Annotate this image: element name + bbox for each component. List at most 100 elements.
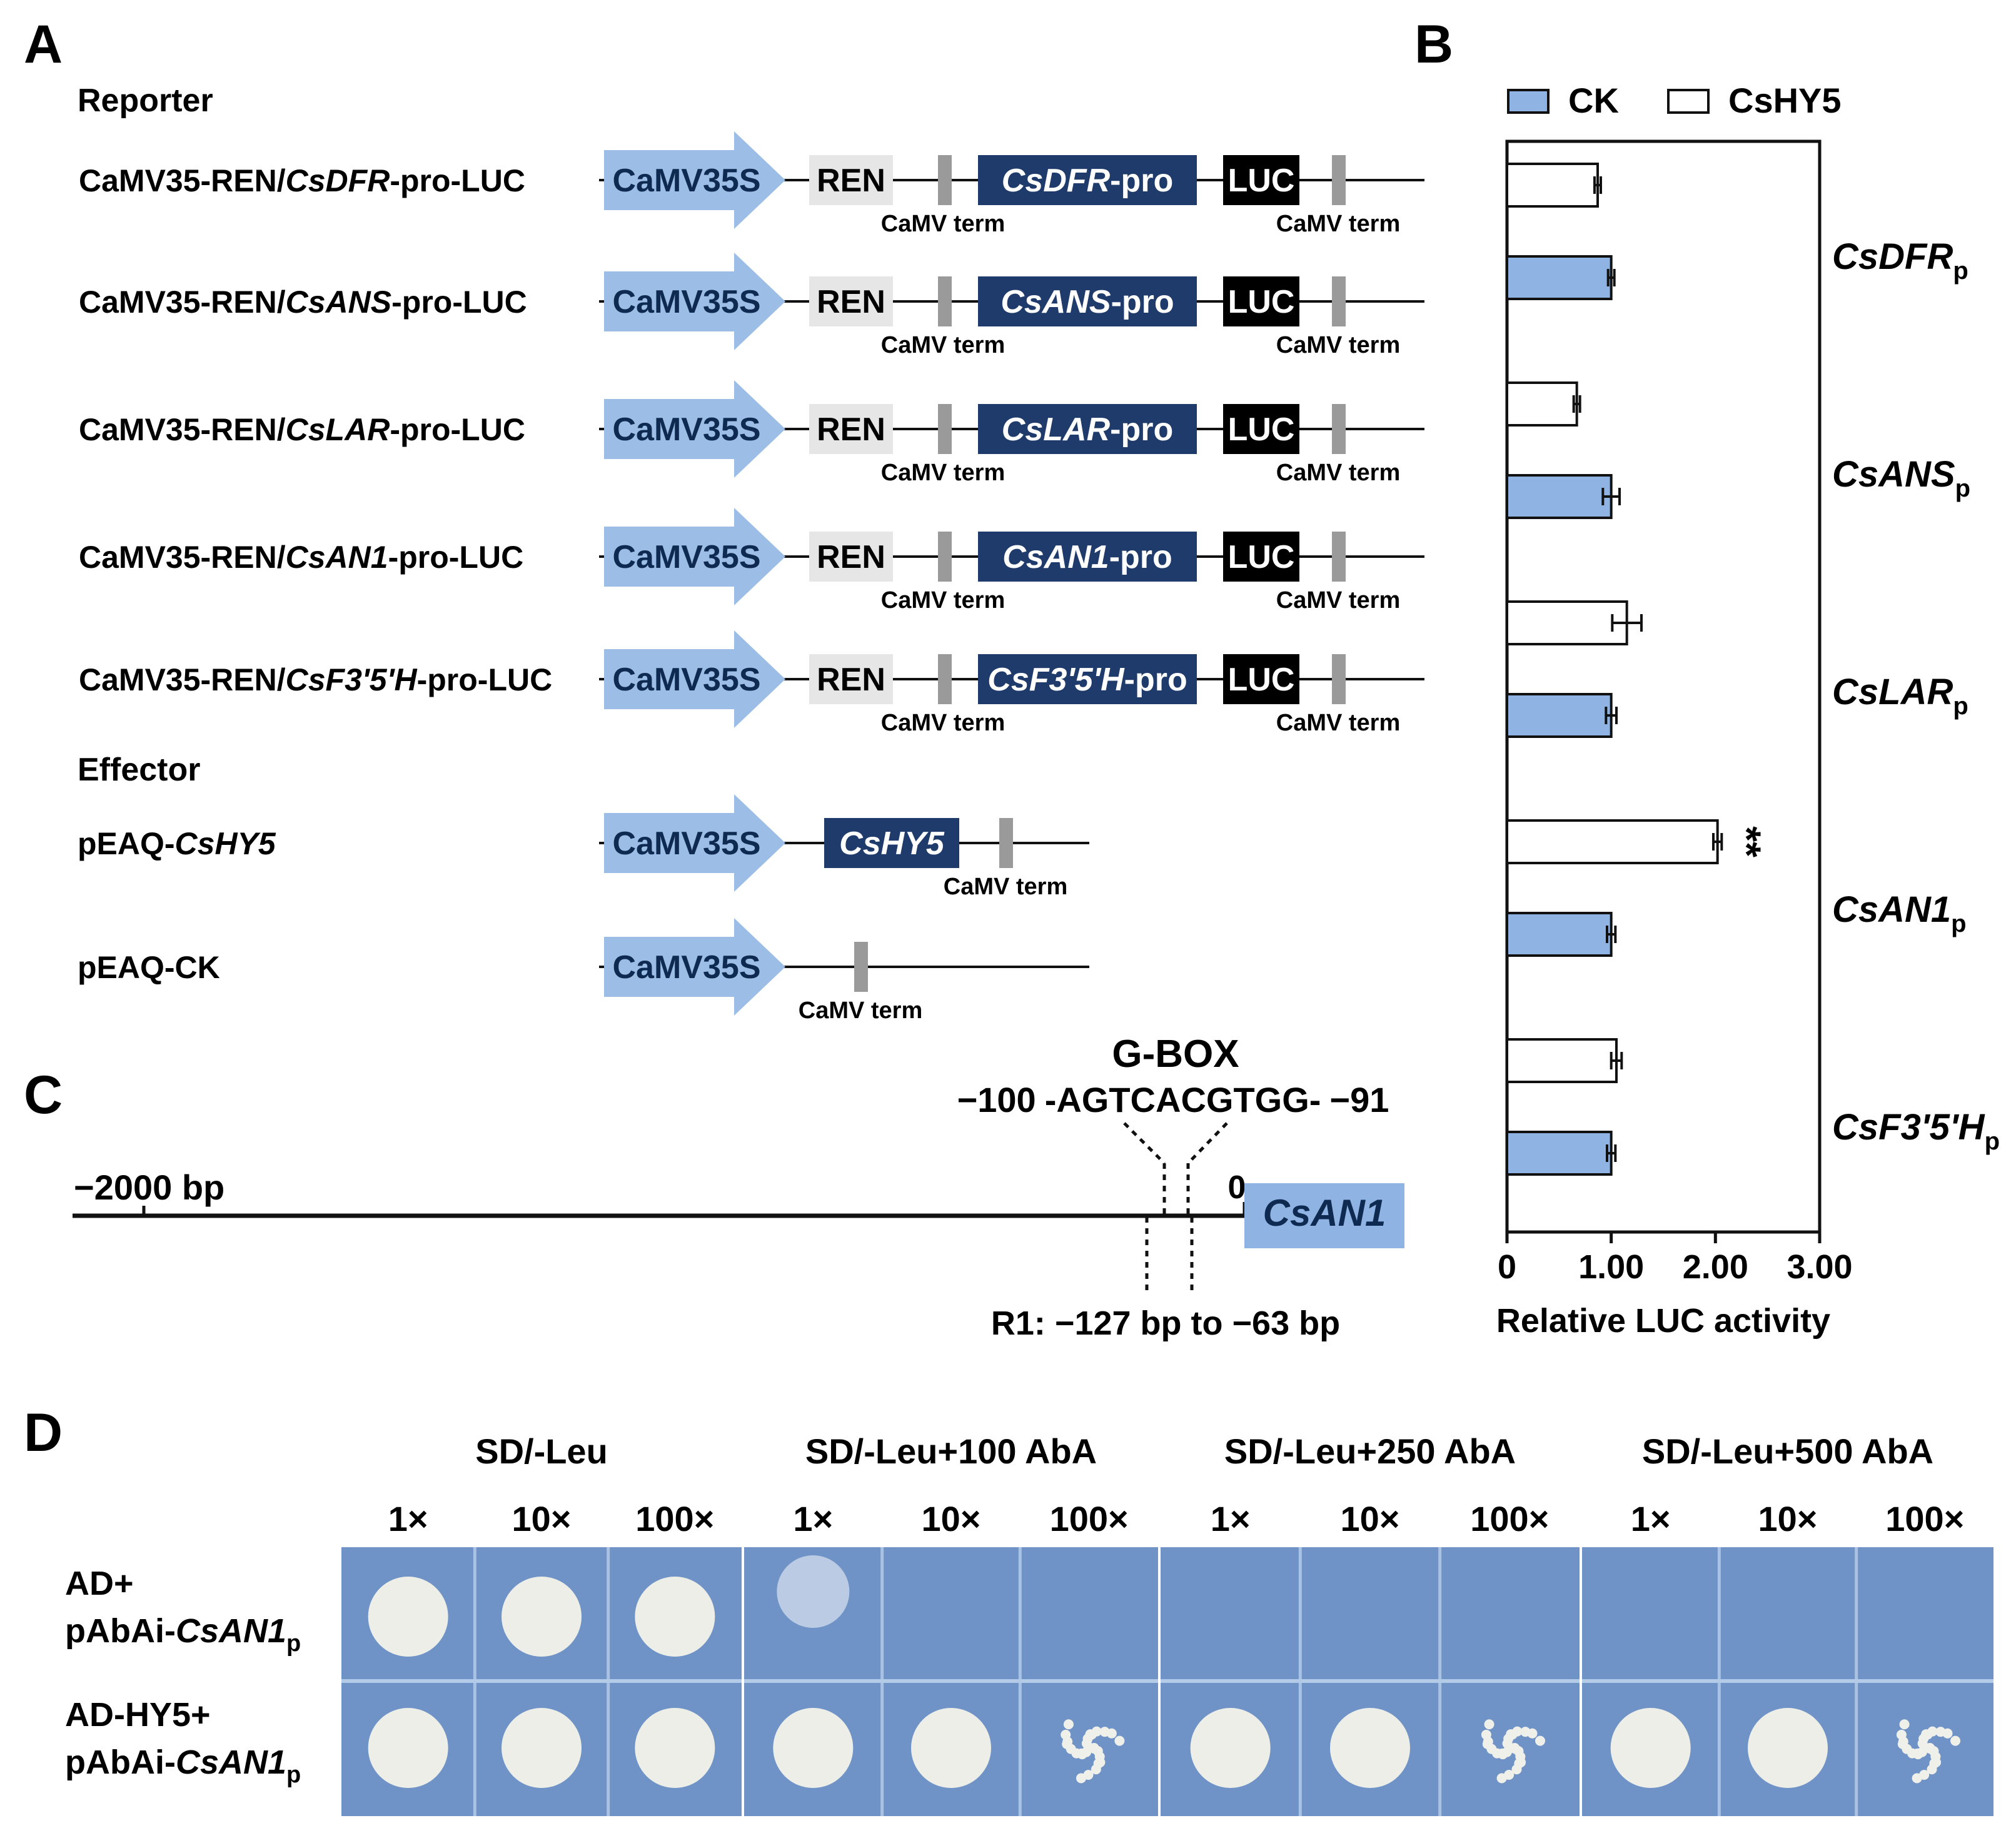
gbox-seq: -AGTCACGTGG-: [1045, 1080, 1321, 1119]
promoter-label: CaMV35S: [613, 949, 761, 986]
promoter-label: CaMV35S: [613, 284, 761, 320]
fragment-suffix: -pro: [1110, 163, 1173, 199]
promoter-fragment-box: [978, 404, 1197, 454]
condition-label: SD/-Leu+250 AbA: [1224, 1432, 1516, 1471]
condition-label: SD/-Leu: [475, 1432, 608, 1471]
bar: [1506, 474, 1613, 519]
promoter-label: CaMV35S: [613, 539, 761, 575]
ren-box: [809, 404, 893, 454]
category-subscript: p: [1951, 910, 1966, 937]
promoter-label: CaMV35S: [613, 163, 761, 199]
terminator-label: CaMV term: [1276, 211, 1401, 237]
reporter-label-suffix: -pro-LUC: [390, 163, 525, 198]
reporter-label-gene: CsAN1: [286, 540, 388, 575]
category-gene: CsAN1: [1832, 889, 1951, 930]
promoter-arrow: [604, 794, 785, 892]
effector-label-prefix: pEAQ-: [78, 826, 175, 861]
strain-label-subscript: p: [286, 1630, 301, 1657]
gbox-sequence: −100-AGTCACGTGG-−91: [957, 1080, 1389, 1119]
strain-label-line2: pAbAi-CsAN1p: [65, 1612, 301, 1657]
promoter-arrow: [604, 508, 785, 605]
yeast-colony: [635, 1577, 715, 1657]
dilution-label: 100×: [1050, 1499, 1129, 1538]
reporter-label: CaMV35-REN/CsF3'5'H-pro-LUC: [79, 662, 552, 697]
yeast-colony: [1610, 1708, 1691, 1788]
reporter-label-gene: CsLAR: [286, 412, 390, 447]
dilution-label: 10×: [1758, 1499, 1818, 1538]
panel-letter-c: C: [24, 1065, 63, 1125]
category-subscript: p: [1985, 1128, 2000, 1155]
luc-label: LUC: [1228, 284, 1295, 320]
condition-label: SD/-Leu+500 AbA: [1642, 1432, 1933, 1471]
bar: [1506, 255, 1613, 300]
terminator-box: [938, 155, 952, 205]
reporter-label-gene: CsF3'5'H: [286, 662, 418, 697]
reporter-label-suffix: -pro-LUC: [388, 540, 524, 575]
colony-dot: [1950, 1735, 1961, 1746]
yeast-colony: [501, 1577, 582, 1657]
effector-label-prefix: pEAQ-CK: [78, 950, 220, 985]
reporter-label-prefix: CaMV35-REN/: [79, 540, 286, 575]
reporter-label-gene: CsDFR: [286, 163, 390, 198]
terminator-box: [1332, 404, 1346, 454]
dilution-label: 100×: [1470, 1499, 1549, 1538]
panel-letter-a: A: [24, 14, 63, 74]
colony-dot: [1925, 1743, 1935, 1754]
fragment-suffix: -pro: [1110, 412, 1173, 448]
dilution-label: 1×: [793, 1499, 833, 1538]
promoter-left-label: −2000 bp: [74, 1168, 224, 1207]
promoter-fragment-box: [978, 276, 1197, 326]
colony-dot: [1497, 1748, 1508, 1759]
category-subscript: p: [1953, 257, 1968, 285]
strain-label-line2: pAbAi-CsAN1p: [65, 1744, 301, 1788]
luc-box: [1223, 276, 1299, 326]
colony-dot: [1484, 1719, 1494, 1730]
significance-annotation: **: [1724, 826, 1769, 857]
terminator-label: CaMV term: [799, 997, 923, 1024]
yeast-colony-sparse: [1896, 1719, 1961, 1784]
effector-construct: pEAQ-CK CaMV35S CaMV term: [78, 918, 1089, 1024]
promoter-fragment-box: [978, 532, 1197, 582]
ren-label: REN: [817, 662, 885, 698]
yeast-colony: [635, 1708, 715, 1788]
yeast-colony-sparse: [1481, 1719, 1546, 1784]
legend-swatch: [1507, 89, 1550, 114]
luc-box: [1223, 532, 1299, 582]
luc-box: [1223, 404, 1299, 454]
chart-frame: [1505, 139, 1822, 1234]
colony-dot: [1063, 1719, 1074, 1730]
terminator-label: CaMV term: [881, 211, 1005, 237]
bar: [1506, 819, 1719, 864]
colony-dot: [1483, 1736, 1493, 1747]
colony-dot: [1520, 1727, 1531, 1737]
category-label: CsF3'5'Hp: [1832, 1107, 2000, 1155]
terminator-label: CaMV term: [881, 460, 1005, 486]
colony-dot: [1919, 1769, 1930, 1780]
effector-title: Effector: [78, 752, 200, 788]
x-tick-label: 3.00: [1787, 1248, 1852, 1286]
colony-dot: [1922, 1729, 1933, 1740]
luc-label: LUC: [1228, 662, 1295, 698]
luc-box: [1223, 654, 1299, 704]
bar: [1506, 163, 1599, 208]
bar: [1506, 912, 1613, 957]
reporter-label-gene: CsANS: [286, 285, 391, 320]
luc-label: LUC: [1228, 539, 1295, 575]
colony-dot: [1514, 1758, 1525, 1769]
category-subscript: p: [1953, 692, 1968, 720]
fragment-gene: CsDFR: [1002, 163, 1111, 199]
category-gene: CsF3'5'H: [1832, 1107, 1985, 1148]
yeast-colony-sparse: [1061, 1719, 1125, 1784]
fragment-suffix: -pro: [1109, 539, 1172, 575]
tss-zero-label: 0: [1228, 1169, 1246, 1206]
reporter-label-prefix: CaMV35-REN/: [79, 412, 286, 447]
fragment-gene: CsANS: [1000, 284, 1111, 320]
category-gene: CsANS: [1832, 454, 1955, 495]
chart-bars: **: [1506, 163, 1769, 1176]
colony-dot: [1114, 1735, 1125, 1746]
reporter-label-suffix: -pro-LUC: [390, 412, 525, 447]
